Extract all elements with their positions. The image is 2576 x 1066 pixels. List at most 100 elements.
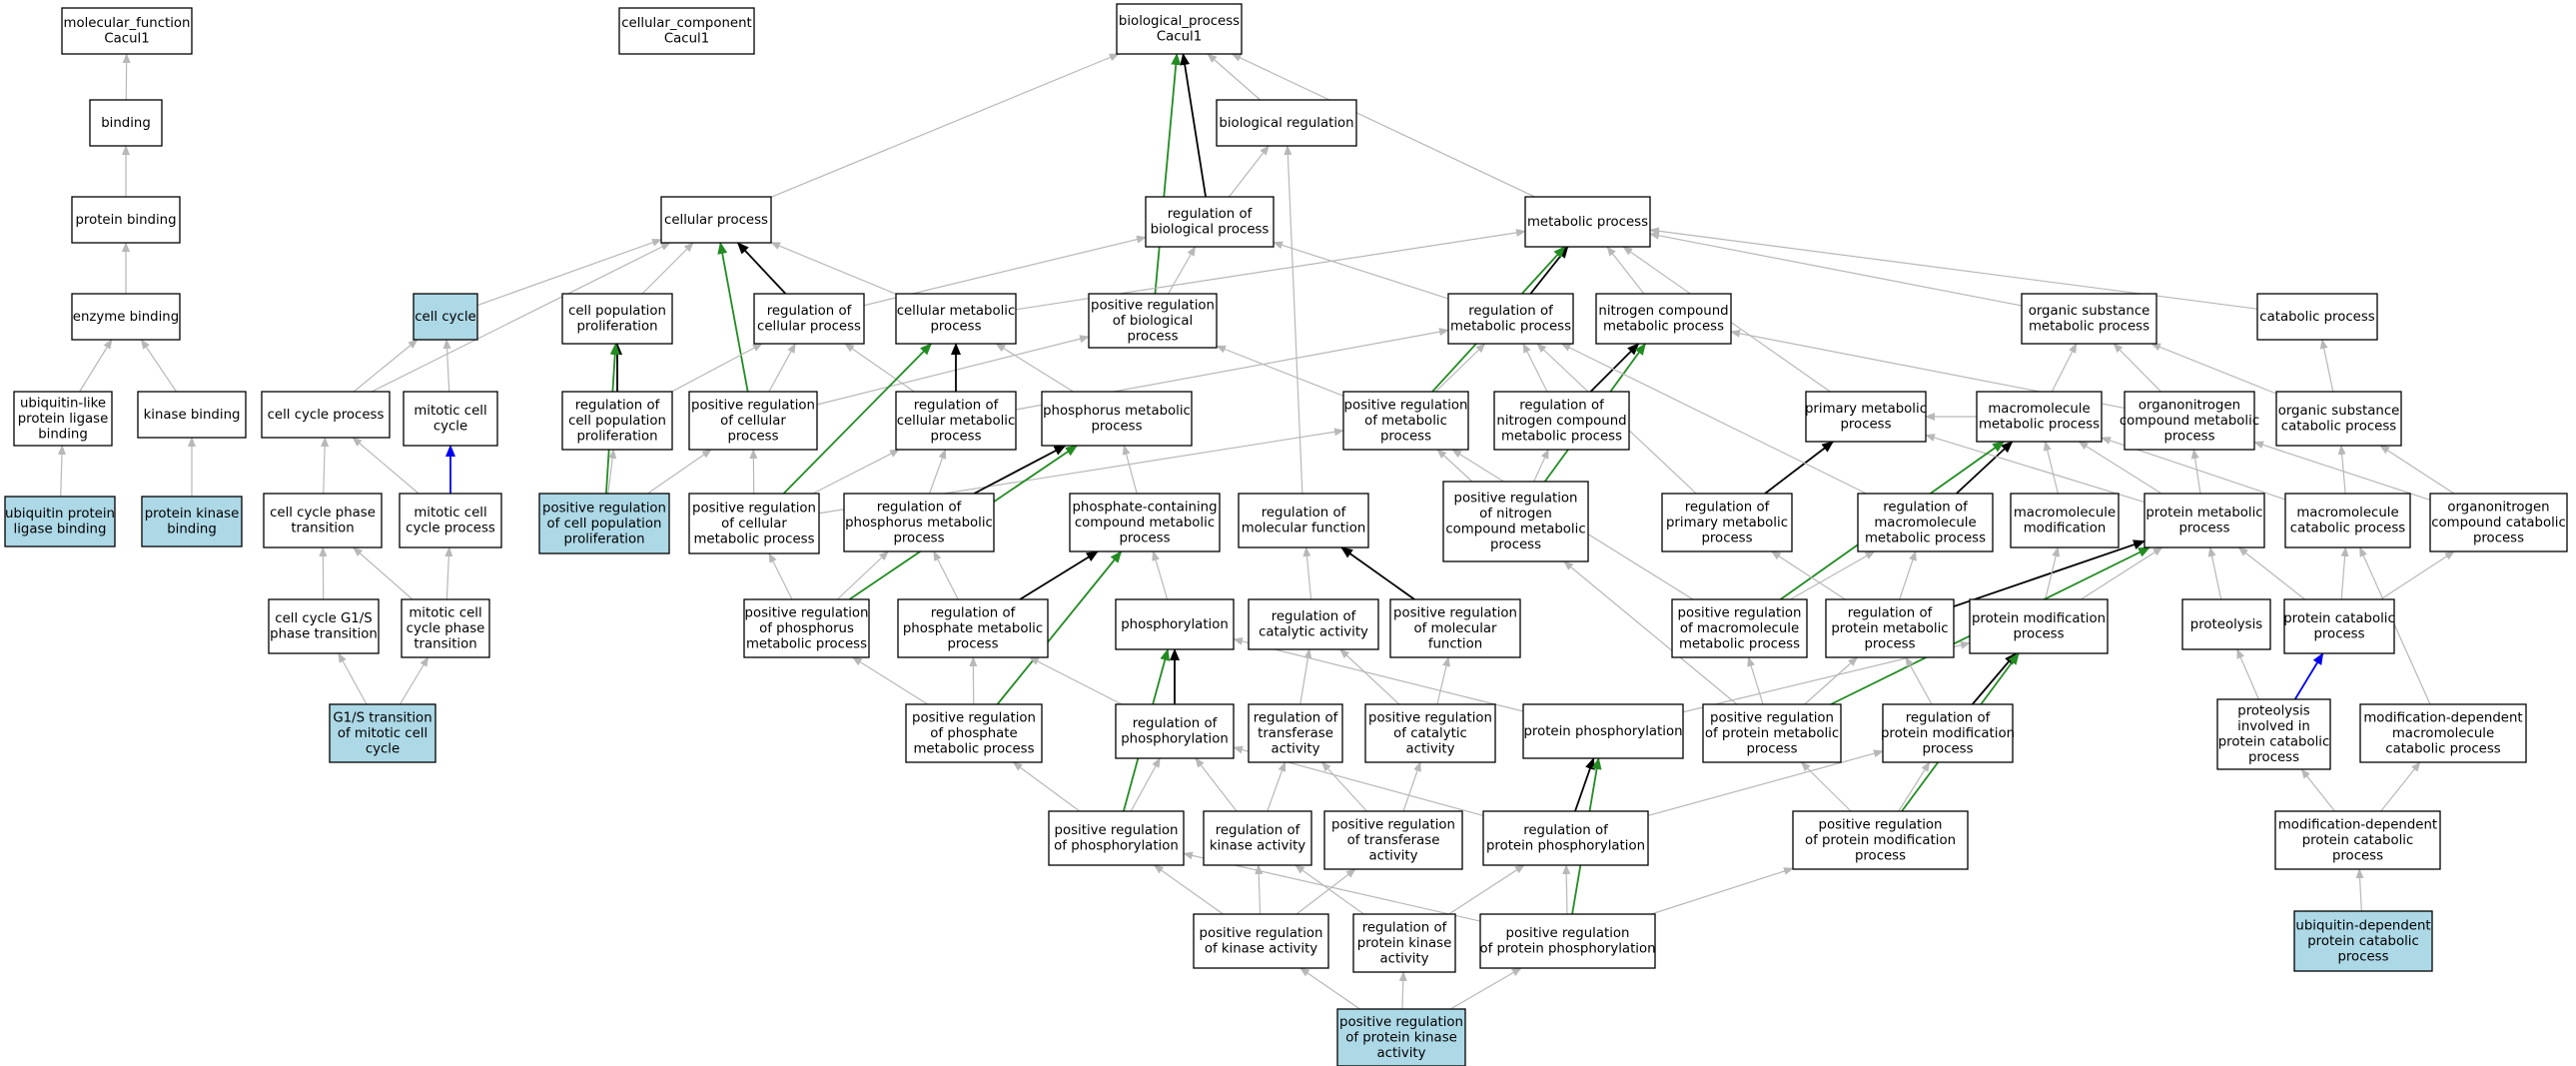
node-box (1336, 1008, 1466, 1066)
node-label-line: protein metabolic (1831, 621, 1948, 636)
node-cellcycle[interactable]: cell cycle (413, 293, 478, 341)
node-protbind[interactable]: protein binding (71, 196, 181, 244)
node-cellproc[interactable]: cellular process (660, 196, 772, 244)
node-label-line: cycle process (406, 522, 495, 536)
node-label-line: cycle (366, 741, 400, 756)
node-kinbind[interactable]: kinase binding (137, 391, 247, 439)
edge-phosphatemetab-to-phosmetab (1122, 445, 1138, 495)
node-ccproc[interactable]: cell cycle process (261, 391, 391, 439)
node-box (1238, 493, 1369, 548)
node-label-line: process (1746, 741, 1797, 756)
node-label-line: regulation of (1906, 710, 1991, 725)
edge-regbio-to-bp (1180, 53, 1207, 198)
node-moddepmacro[interactable]: modification-dependentmacromoleculecatab… (2359, 703, 2527, 763)
node-bioreg[interactable]: biological regulation (1216, 99, 1357, 147)
node-proteolysis[interactable]: proteolysis (2181, 598, 2271, 650)
node-enzbind[interactable]: enzyme binding (71, 293, 181, 341)
node-protphos[interactable]: protein phosphorylation (1522, 703, 1684, 759)
node-label-line: of mitotic cell (338, 726, 428, 741)
node-label-line: proteolysis (2237, 704, 2309, 719)
node-label-line: cellular process (757, 320, 861, 335)
node-label-line: Cacul1 (104, 32, 149, 47)
edge-regnitro-to-nitrometab (1589, 343, 1640, 393)
node-binding[interactable]: binding (89, 99, 163, 147)
node-phosphorylation[interactable]: phosphorylation (1115, 598, 1235, 650)
edge-macromol-to-orgsubmetab (2051, 343, 2078, 393)
edge-posregbio-to-bp (1154, 53, 1182, 295)
edge-ubidepprot-to-moddepprot (2355, 868, 2364, 912)
node-label-line: positive regulation (1331, 817, 1455, 832)
node-metab[interactable]: metabolic process (1524, 196, 1651, 248)
node-catab[interactable]: catabolic process (2256, 293, 2378, 341)
